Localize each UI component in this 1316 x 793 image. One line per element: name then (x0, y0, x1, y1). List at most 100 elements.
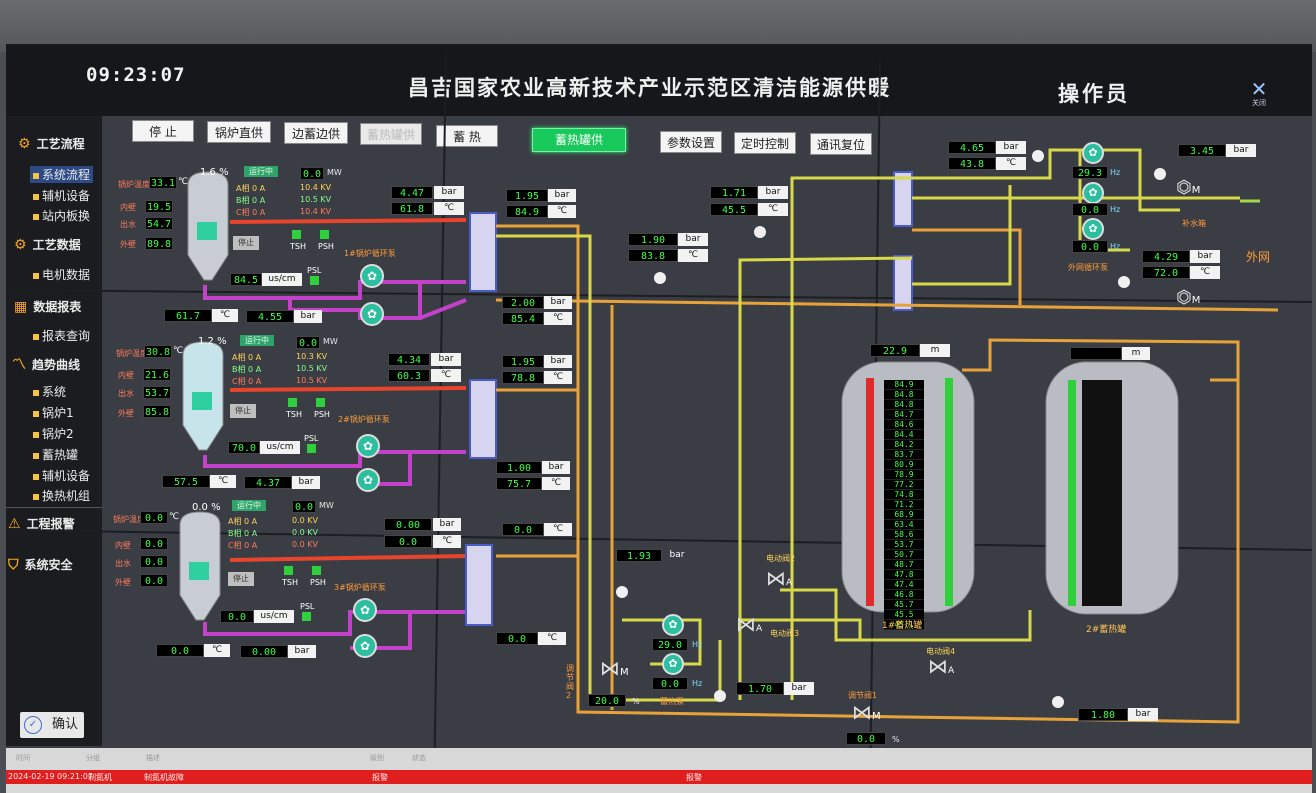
outer-pump-label: 外网循环泵 (1068, 263, 1108, 272)
nav-item-report-query[interactable]: 报表查询 (33, 327, 90, 344)
boiler2-inner-label: 内壁 (118, 371, 134, 380)
psl-label: PSL (307, 266, 322, 275)
boiler1-kv2: 10.5 KV (300, 195, 332, 204)
motor-valve-icon[interactable]: ⏣M (1176, 177, 1201, 198)
boiler3-out-c: 0.0 (384, 535, 432, 548)
tank1-temp-value: 58.6 (884, 530, 924, 540)
boiler3-phase-b: B相 0 A (228, 529, 258, 538)
close-icon: ✕ (1250, 77, 1268, 101)
nav-item-trend-aux[interactable]: 辅机设备 (33, 467, 90, 484)
alarm-col-header: 级别 (370, 754, 384, 762)
nav-item-system-flow[interactable]: 系统流程 (30, 166, 94, 183)
nav-item-trend-system[interactable]: 系统 (33, 383, 66, 400)
valve-hz-b: 0.0 (652, 677, 688, 690)
electric-valve-icon[interactable]: ⋈A (928, 654, 955, 678)
pump-icon[interactable]: ✿ (662, 653, 684, 675)
nav-item-trend-hx[interactable]: 换热机组 (33, 487, 90, 504)
electric-valve-icon[interactable]: ⋈A (766, 566, 793, 590)
psl-label: PSL (300, 602, 315, 611)
storage-heat-button[interactable]: 蓄热罐供 (360, 123, 422, 145)
pump-icon[interactable]: ✿ (1082, 218, 1104, 240)
bullet-icon (33, 172, 39, 179)
comm-reset-button[interactable]: 通讯复位 (810, 133, 872, 155)
tank1-temp-value: 83.7 (884, 450, 924, 460)
nav-item-trend-tank[interactable]: 蓄热罐 (33, 446, 78, 463)
boiler1-out-c: 61.8 (391, 202, 433, 215)
wall-background (0, 0, 1316, 52)
nav-item-trend-boiler1[interactable]: 锅炉1 (33, 404, 74, 421)
unit: ℃ (434, 202, 464, 215)
tank1-temp-value: 45.5 (884, 610, 924, 620)
gauge-icon (1032, 150, 1044, 162)
tank1-temp-value: 78.9 (884, 470, 924, 480)
alarm-row[interactable]: 2024-02-19 09:21:07 制氮机 制氮机故障 报警 报警 (6, 770, 1312, 784)
pump-icon[interactable]: ✿ (353, 598, 377, 622)
close-button[interactable]: ✕关闭 (1244, 77, 1274, 108)
pump-icon[interactable]: ✿ (356, 434, 380, 458)
unit: us/cm (260, 441, 300, 454)
nav-item-plate[interactable]: 站内板换 (33, 207, 90, 224)
boiler-direct-button[interactable]: 锅炉直供 (207, 121, 271, 143)
storage-button[interactable]: 蓄 热 (436, 125, 498, 147)
nav-item-trend-boiler2[interactable]: 锅炉2 (33, 425, 74, 442)
boiler1-ret-c: 61.7 (164, 309, 212, 322)
nav-alarm[interactable]: ⚠工程报警 (8, 516, 75, 532)
unit: bar (544, 355, 572, 368)
boiler3-t2: 0.0 (140, 537, 168, 550)
nav-item-aux[interactable]: 辅机设备 (33, 187, 90, 204)
operator-label: 操作员 (1058, 81, 1130, 106)
nav-item-motor[interactable]: 电机数据 (33, 266, 90, 283)
unit: bar (996, 141, 1026, 154)
unit: bar (784, 682, 814, 695)
pump-icon[interactable]: ✿ (360, 302, 384, 326)
net-out-bar: 4.29 (1142, 250, 1190, 263)
timer-button[interactable]: 定时控制 (734, 132, 796, 154)
gauge-icon (616, 586, 628, 598)
rv2-pct: 20.0 (588, 694, 626, 707)
pump-icon[interactable]: ✿ (1082, 182, 1104, 204)
nav-trend[interactable]: 〽趋势曲线 (12, 354, 80, 374)
nav-process-data[interactable]: ⚙工艺数据 (14, 237, 81, 253)
bullet-icon (33, 410, 39, 417)
boiler1-t1: 33.1 (149, 176, 177, 189)
unit: us/cm (262, 273, 302, 286)
alarm-level: 报警 (372, 773, 388, 782)
pump-icon[interactable]: ✿ (356, 468, 380, 492)
storage-side-button[interactable]: 边蓄边供 (284, 122, 348, 144)
boiler2-mw: 0.0 (296, 336, 320, 349)
motor-valve-icon[interactable]: ⏣M (1176, 287, 1201, 308)
nav-process[interactable]: ⚙工艺流程 (18, 136, 85, 152)
bullet-icon (33, 431, 39, 438)
boiler3-inner-label: 内壁 (115, 541, 131, 550)
electric-valve2-label: 电动阀2 (766, 554, 796, 563)
regulating-valve-icon[interactable]: ⋈M (852, 700, 881, 724)
boiler1-stop-button[interactable]: 停止 (233, 236, 259, 250)
pump-icon[interactable]: ✿ (353, 634, 377, 658)
pump-icon[interactable]: ✿ (1082, 142, 1104, 164)
unit: ℃ (542, 477, 570, 490)
storage-heat-active-button[interactable]: 蓄热罐供 (532, 128, 626, 152)
regulating-valve-icon[interactable]: ⋈M (600, 656, 629, 680)
boiler2-ret-bar: 4.37 (244, 476, 292, 489)
tank2-name: 2#蓄热罐 (1086, 625, 1127, 635)
pump-icon[interactable]: ✿ (360, 264, 384, 288)
boiler2-stop-button[interactable]: 停止 (230, 404, 256, 418)
net-top-c: 43.8 (948, 157, 996, 170)
boiler3-outer-label: 出水 (115, 559, 131, 568)
boiler3-stop-button[interactable]: 停止 (228, 572, 254, 586)
close-label: 关闭 (1252, 99, 1266, 107)
unit: ℃ (544, 523, 572, 536)
params-button[interactable]: 参数设置 (660, 131, 722, 153)
tank1-temp-value: 68.9 (884, 510, 924, 520)
pump-icon[interactable]: ✿ (662, 614, 684, 636)
tank1-temp-value: 53.7 (884, 540, 924, 550)
nav-report[interactable]: ▦数据报表 (14, 299, 82, 315)
nav-safety[interactable]: ⛉系统安全 (8, 557, 73, 573)
unit: Hz (692, 679, 703, 688)
unit: bar (294, 310, 322, 323)
confirm-button[interactable]: ✓确认 (20, 712, 84, 738)
electric-valve-icon[interactable]: ⋈A (736, 612, 763, 636)
electric-valve4-label: 电动阀4 (926, 647, 956, 656)
page-title: 昌吉国家农业高新技术产业示范区清洁能源供暖 (408, 75, 891, 100)
stop-button[interactable]: 停 止 (132, 120, 194, 142)
